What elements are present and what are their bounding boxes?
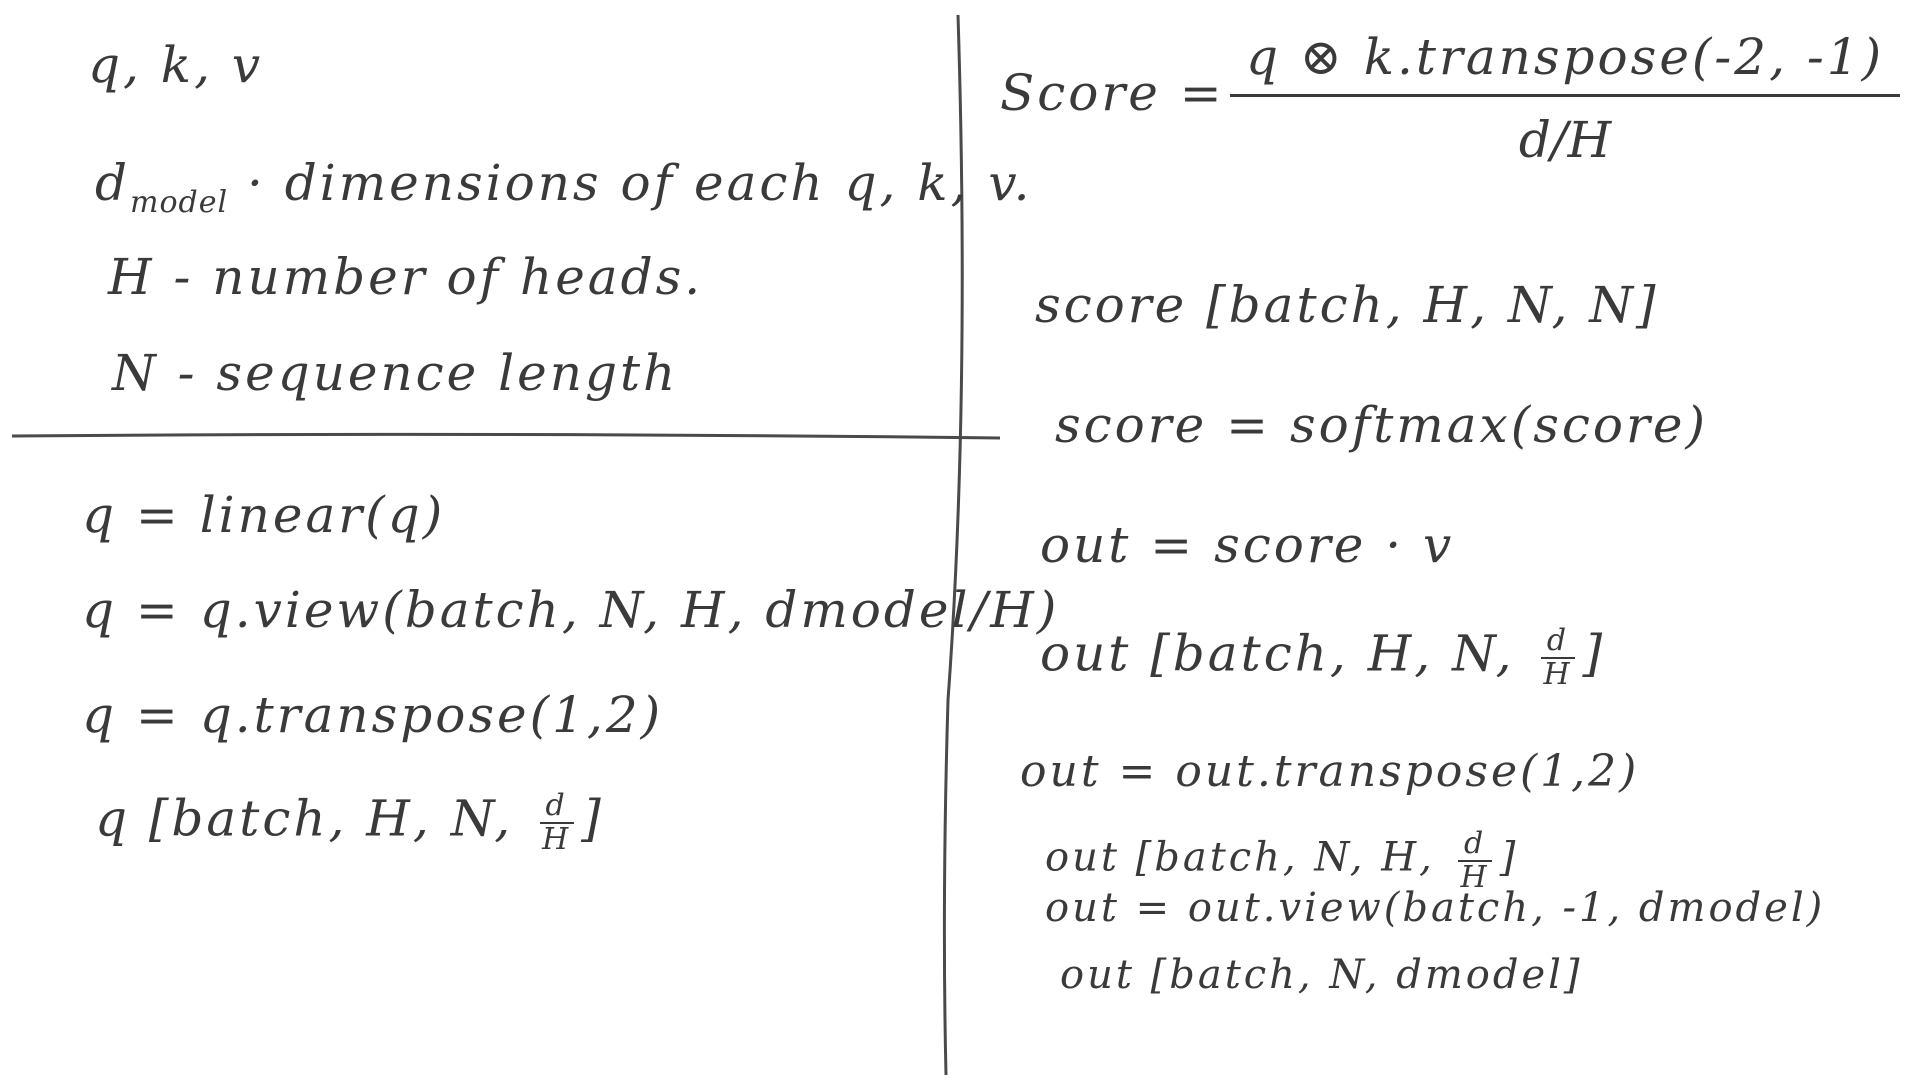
out-view-line: out = out.view(batch, -1, dmodel) — [1045, 885, 1826, 931]
q-linear-line: q = linear(q) — [82, 486, 446, 544]
out-shape-line: out [batch, H, N, d H ] — [1040, 625, 1605, 690]
out-shape-fraction-numerator: d — [1540, 625, 1576, 659]
score-formula-fraction: q ⊗ k.transpose(-2, -1) d/H — [1230, 28, 1901, 169]
out-shape2-line: out [batch, N, H, d H ] — [1045, 828, 1518, 893]
sequence-length-line: N - sequence length — [112, 344, 679, 402]
vertical-divider — [942, 14, 964, 1076]
out-shape2-suffix: ] — [1499, 834, 1519, 881]
dmodel-line: dmodel · dimensions of each q, k, v. — [95, 158, 1033, 218]
score-formula-denominator: d/H — [1518, 111, 1612, 169]
horizontal-divider — [11, 432, 1001, 440]
q-shape-fraction-denominator: H — [542, 821, 572, 857]
out-shape2-fraction-denominator: H — [1460, 859, 1490, 895]
q-shape-line: q [batch, H, N, d H ] — [95, 790, 604, 855]
dmodel-subscript: model — [130, 185, 229, 220]
out-equation-line: out = score · v — [1040, 516, 1455, 574]
q-shape-fraction: d H — [536, 790, 577, 855]
out-final-shape-line: out [batch, N, dmodel] — [1060, 952, 1583, 998]
q-transpose-line: q = q.transpose(1,2) — [82, 686, 664, 744]
out-transpose-line: out = out.transpose(1,2) — [1020, 746, 1640, 797]
score-label: Score = — [1000, 64, 1225, 122]
softmax-line: score = softmax(score) — [1055, 396, 1708, 454]
q-shape-prefix: q [batch, H, N, — [95, 789, 514, 848]
out-shape2-prefix: out [batch, N, H, — [1045, 834, 1435, 881]
dmodel-symbol: d — [95, 154, 131, 212]
q-view-line: q = q.view(batch, N, H, dmodel/H) — [82, 581, 1060, 639]
q-shape-suffix: ] — [581, 789, 604, 848]
vars-line: q, k, v — [88, 36, 264, 94]
out-shape-fraction: d H — [1537, 625, 1578, 690]
out-shape-prefix: out [batch, H, N, — [1040, 624, 1515, 683]
dmodel-description: · dimensions of each q, k, v. — [246, 154, 1033, 212]
heads-line: H - number of heads. — [108, 248, 704, 306]
q-shape-fraction-numerator: d — [539, 790, 574, 824]
out-shape-suffix: ] — [1582, 624, 1606, 683]
out-shape2-fraction-numerator: d — [1458, 828, 1493, 862]
out-shape-fraction-denominator: H — [1543, 656, 1573, 692]
score-shape-line: score [batch, H, N, N] — [1035, 276, 1659, 334]
out-shape2-fraction: d H — [1455, 828, 1496, 893]
score-formula-numerator: q ⊗ k.transpose(-2, -1) — [1230, 28, 1901, 97]
